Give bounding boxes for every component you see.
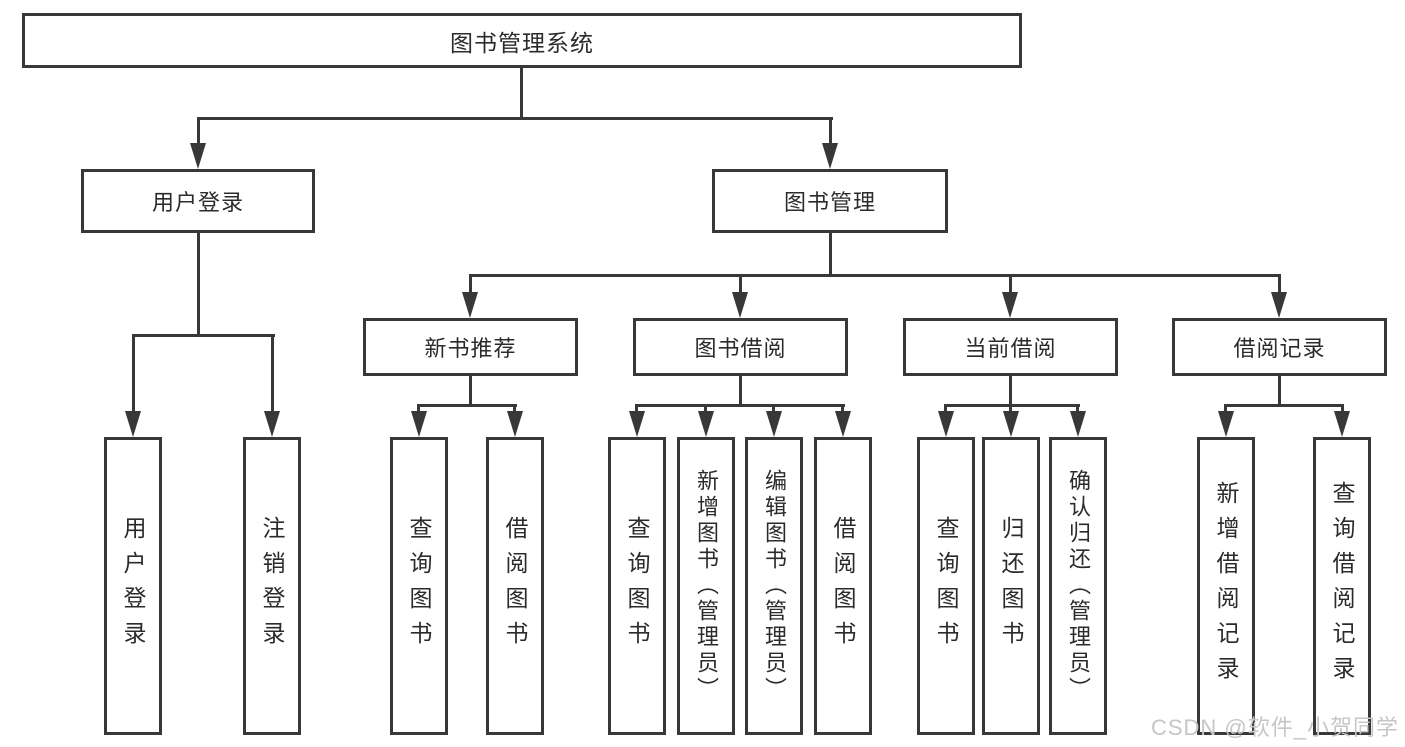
arrow-down-icon <box>125 411 141 437</box>
node-book-management-label: 图书管理 <box>783 190 876 215</box>
arrow-down-icon <box>462 292 478 318</box>
connector-leaf-stem <box>1278 274 1281 294</box>
node-current-borrowing-label: 当前借阅 <box>964 336 1057 361</box>
node-user-login: 用户登录 <box>81 169 315 233</box>
connector-leaf-stem <box>132 334 135 414</box>
csdn-watermark: CSDN @软件_小贺同学 <box>1150 715 1399 740</box>
leaf-confirm-return-admin: 确认归还（管理员） <box>1049 437 1107 735</box>
connector-leaf-stem <box>772 404 775 414</box>
leaf-query-books-1: 查询图书 <box>390 437 448 735</box>
leaf-borrow-books-2-label: 借阅图书 <box>830 516 856 656</box>
connector-level3-rail <box>469 274 1281 277</box>
arrow-down-icon <box>1070 411 1086 437</box>
node-new-book-recommendation: 新书推荐 <box>363 318 578 376</box>
arrow-down-icon <box>1218 411 1234 437</box>
leaf-logout: 注销登录 <box>243 437 301 735</box>
connector-leaf-stem <box>513 404 516 414</box>
leaf-query-borrow-record-label: 查询借阅记录 <box>1329 481 1355 691</box>
connector-leaf-stem <box>1009 404 1012 414</box>
arrow-down-icon <box>1271 292 1287 318</box>
connector-user-login-rail <box>132 334 275 337</box>
leaf-return-books: 归还图书 <box>982 437 1040 735</box>
node-library-management-system-label: 图书管理系统 <box>450 29 594 56</box>
leaf-add-borrow-record-label: 新增借阅记录 <box>1213 481 1239 691</box>
connector-leaf-stem <box>469 274 472 294</box>
connector-leaf-stem <box>417 404 420 414</box>
arrow-down-icon <box>822 143 838 169</box>
arrow-down-icon <box>507 411 523 437</box>
leaf-return-books-label: 归还图书 <box>998 516 1024 656</box>
arrow-down-icon <box>938 411 954 437</box>
arrow-down-icon <box>1003 411 1019 437</box>
connector-leaf-rail <box>1224 404 1344 407</box>
leaf-user-login: 用户登录 <box>104 437 162 735</box>
connector-leaf-stem <box>841 404 844 414</box>
arrow-down-icon <box>1002 292 1018 318</box>
connector-book-management-stem <box>829 117 832 147</box>
leaf-query-books-2-label: 查询图书 <box>624 516 650 656</box>
connector-leaf-stem <box>271 334 274 414</box>
arrow-down-icon <box>766 411 782 437</box>
connector-user-login-stem <box>197 117 200 147</box>
node-library-management-system: 图书管理系统 <box>22 13 1022 68</box>
leaf-query-books-2: 查询图书 <box>608 437 666 735</box>
connector-level2-rail <box>197 117 833 120</box>
arrow-down-icon <box>698 411 714 437</box>
node-user-login-label: 用户登录 <box>151 190 244 215</box>
connector-leaf-stem <box>635 404 638 414</box>
arrow-down-icon <box>835 411 851 437</box>
connector-leaf-stem <box>1009 274 1012 294</box>
connector-leaf-stem <box>1076 404 1079 414</box>
leaf-query-books-3-label: 查询图书 <box>933 516 959 656</box>
arrow-down-icon <box>1334 411 1350 437</box>
connector-parent-down <box>469 376 472 407</box>
leaf-add-borrow-record: 新增借阅记录 <box>1197 437 1255 735</box>
connector-leaf-stem <box>1224 404 1227 414</box>
node-book-management: 图书管理 <box>712 169 948 233</box>
connector-leaf-rail <box>635 404 845 407</box>
arrow-down-icon <box>629 411 645 437</box>
arrow-down-icon <box>411 411 427 437</box>
node-borrowing-records-label: 借阅记录 <box>1233 336 1326 361</box>
arrow-down-icon <box>264 411 280 437</box>
leaf-add-books-admin-label: 新增图书（管理员） <box>694 469 719 703</box>
leaf-borrow-books-2: 借阅图书 <box>814 437 872 735</box>
node-book-borrowing-label: 图书借阅 <box>694 336 787 361</box>
node-new-book-recommendation-label: 新书推荐 <box>424 336 517 361</box>
connector-parent-down <box>739 376 742 407</box>
leaf-edit-books-admin: 编辑图书（管理员） <box>745 437 803 735</box>
node-borrowing-records: 借阅记录 <box>1172 318 1387 376</box>
connector-leaf-rail <box>944 404 1080 407</box>
connector-root-stem <box>520 68 523 120</box>
connector-user-login-down <box>197 233 200 337</box>
connector-leaf-stem <box>739 274 742 294</box>
connector-leaf-rail <box>417 404 517 407</box>
leaf-user-login-label: 用户登录 <box>120 516 146 656</box>
leaf-edit-books-admin-label: 编辑图书（管理员） <box>762 469 787 703</box>
leaf-query-borrow-record: 查询借阅记录 <box>1313 437 1371 735</box>
node-current-borrowing: 当前借阅 <box>903 318 1118 376</box>
node-book-borrowing: 图书借阅 <box>633 318 848 376</box>
leaf-query-books-1-label: 查询图书 <box>406 516 432 656</box>
connector-parent-down <box>1009 376 1012 407</box>
leaf-confirm-return-admin-label: 确认归还（管理员） <box>1066 469 1091 703</box>
leaf-borrow-books-1: 借阅图书 <box>486 437 544 735</box>
connector-leaf-stem <box>944 404 947 414</box>
connector-parent-down <box>1278 376 1281 407</box>
arrow-down-icon <box>732 292 748 318</box>
connector-leaf-stem <box>1341 404 1344 414</box>
leaf-logout-label: 注销登录 <box>259 516 285 656</box>
connector-leaf-stem <box>704 404 707 414</box>
leaf-add-books-admin: 新增图书（管理员） <box>677 437 735 735</box>
leaf-query-books-3: 查询图书 <box>917 437 975 735</box>
arrow-down-icon <box>190 143 206 169</box>
leaf-borrow-books-1-label: 借阅图书 <box>502 516 528 656</box>
connector-book-management-down <box>829 233 832 277</box>
